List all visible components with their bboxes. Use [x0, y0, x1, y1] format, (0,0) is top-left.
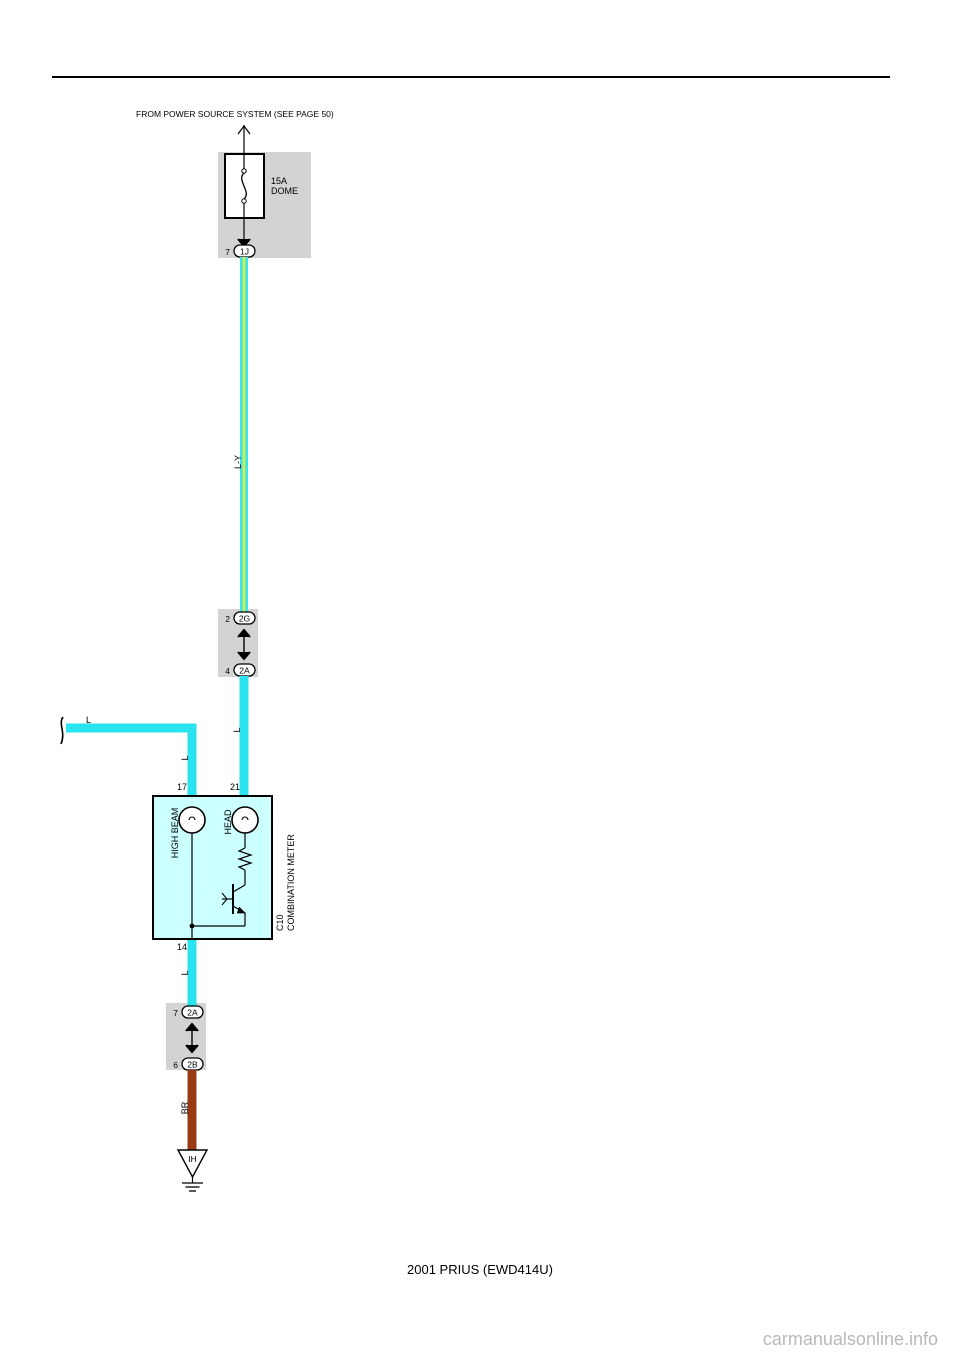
- connector-1j-id: 1J: [240, 247, 249, 257]
- fuse-terminal-bottom: [241, 198, 247, 204]
- connector-2a-top-pin: 4: [225, 666, 230, 676]
- resistor-icon: [237, 847, 253, 871]
- wire-branch-label: L: [86, 715, 91, 725]
- ground-code: IH: [188, 1154, 197, 1164]
- wire-l-high-beam: [66, 723, 197, 796]
- connector-2a-bottom-pin: 7: [173, 1008, 178, 1018]
- watermark: carmanualsonline.info: [762, 1329, 938, 1349]
- head-bulb-icon: [231, 806, 259, 834]
- connector-2a-top-mate-icon: [237, 651, 251, 661]
- wire-break-icon: [60, 716, 64, 745]
- power-source-label: FROM POWER SOURCE SYSTEM (SEE PAGE 50): [136, 109, 334, 119]
- lamp-head-label: HEAD: [223, 809, 233, 835]
- lamp-high-beam-label: HIGH BEAM: [170, 808, 180, 859]
- ground-point-icon: [176, 1149, 209, 1179]
- meter-pin-21: 21: [230, 782, 240, 792]
- connector-2b-pin: 6: [173, 1060, 178, 1070]
- connector-2g-id: 2G: [239, 614, 250, 624]
- meter-pin-17: 17: [177, 782, 187, 792]
- meter-name: COMBINATION METER: [286, 834, 296, 931]
- wire-l-head-label: L: [232, 727, 242, 732]
- connector-2g-pin: 2: [225, 614, 230, 624]
- fuse-rating: 15A: [271, 176, 287, 186]
- fuse-element-icon: [241, 172, 247, 200]
- connector-2b-mate-icon: [185, 1044, 199, 1054]
- meter-code: C10: [275, 914, 285, 931]
- connector-2a-bottom-id: 2A: [187, 1008, 198, 1018]
- meter-pin-14: 14: [177, 942, 187, 952]
- footer-model: 2001 PRIUS (EWD414U): [407, 1262, 553, 1277]
- wire-l-y-label: L-Y: [233, 455, 243, 469]
- high-beam-bulb-icon: [178, 806, 206, 834]
- wire-br-label: BR: [180, 1101, 190, 1114]
- connector-2b-id: 2B: [187, 1060, 198, 1070]
- connector-2a-top-id: 2A: [239, 666, 250, 676]
- connector-2a-bottom: [181, 1005, 204, 1019]
- connector-2g: [233, 611, 256, 625]
- fuse-terminal-top: [241, 168, 247, 174]
- transistor-collector: [232, 884, 246, 893]
- fuse-name: DOME: [271, 186, 298, 196]
- head-filament: [241, 816, 249, 821]
- source-arrow-icon: [237, 125, 251, 135]
- connector-1j-pin: 7: [225, 247, 230, 257]
- wire-branch-drop-label: L: [180, 755, 190, 760]
- transistor-control-icon: [221, 892, 228, 906]
- wire-meter-out-label: L: [180, 970, 190, 975]
- high-beam-filament: [188, 816, 196, 821]
